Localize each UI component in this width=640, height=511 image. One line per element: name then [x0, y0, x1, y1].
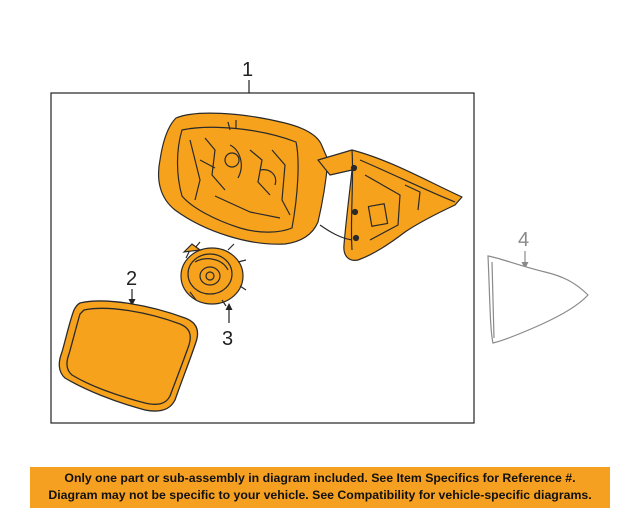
mirror-housing-assembly[interactable] — [157, 112, 463, 261]
disclaimer-line-1: Only one part or sub-assembly in diagram… — [64, 471, 576, 485]
callout-3: 3 — [222, 328, 233, 350]
parts-diagram: 1 — [50, 59, 589, 424]
mirror-motor[interactable] — [180, 241, 247, 307]
mirror-glass[interactable] — [58, 300, 199, 412]
callout-4-arrowhead — [521, 262, 529, 269]
disclaimer-banner: Only one part or sub-assembly in diagram… — [30, 467, 610, 508]
callout-3-arrowhead — [225, 303, 233, 310]
callout-2-arrowhead — [128, 299, 136, 306]
callout-1: 1 — [242, 59, 253, 81]
disclaimer-line-2: Diagram may not be specific to your vehi… — [48, 488, 592, 502]
mirror-cover-trim[interactable] — [487, 255, 589, 344]
callout-4: 4 — [518, 229, 529, 251]
diagram-frame — [50, 92, 475, 424]
callout-2: 2 — [126, 268, 137, 290]
